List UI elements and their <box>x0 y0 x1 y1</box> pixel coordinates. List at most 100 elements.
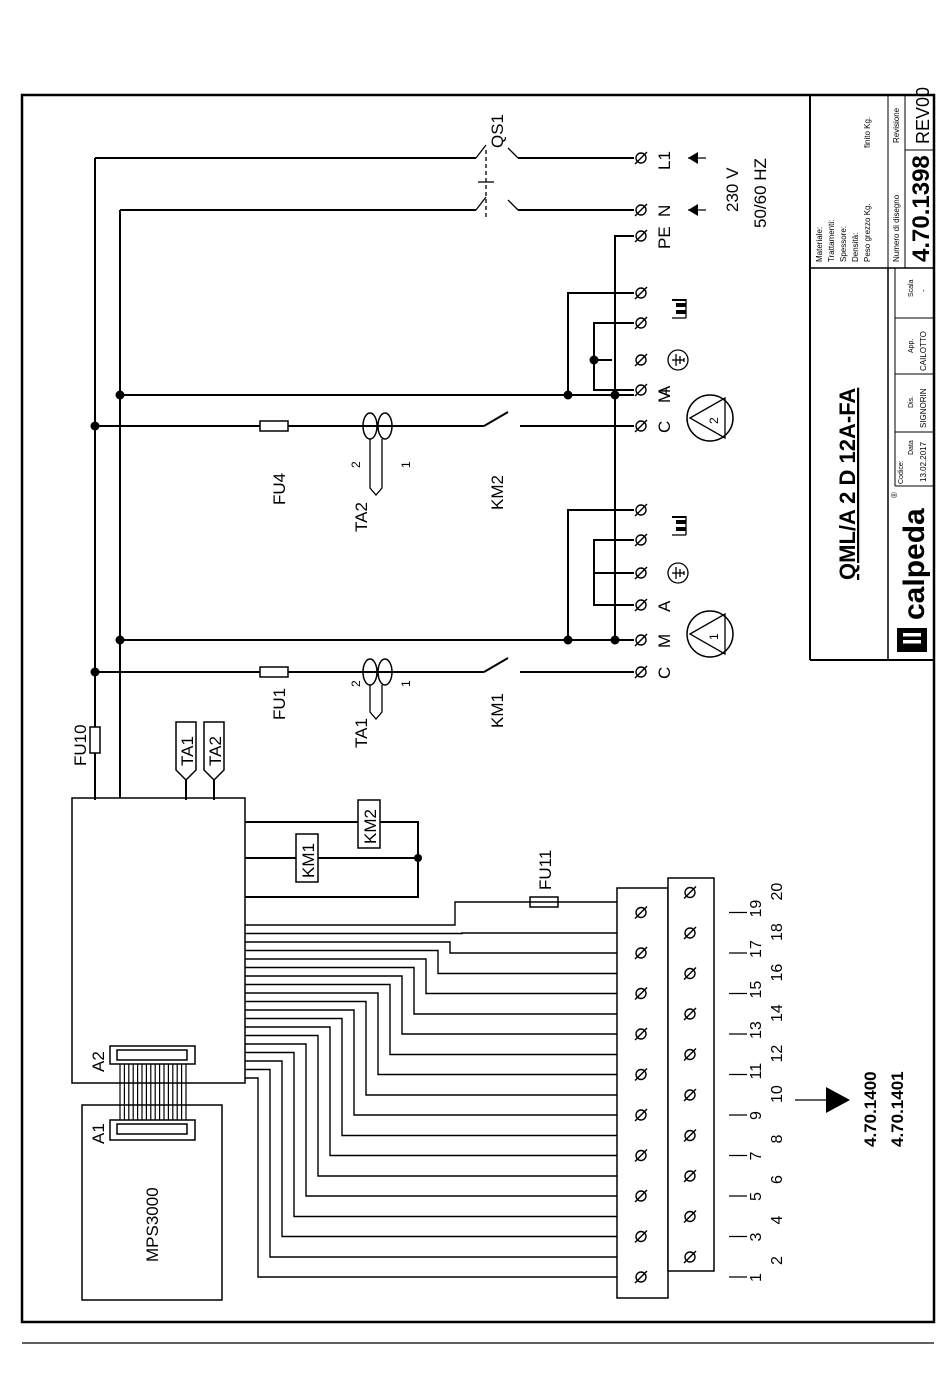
contactor-km2: KM2 <box>483 411 509 510</box>
strip-number: 12 <box>769 1045 786 1063</box>
a1-label: A1 <box>89 1123 108 1144</box>
signal-wire <box>245 932 634 935</box>
coil-km2-label: KM2 <box>361 809 380 844</box>
coil-km1-label: KM1 <box>299 843 318 878</box>
svg-text:C: C <box>655 421 674 433</box>
strip-number: 16 <box>769 964 786 982</box>
fuse-fu1: FU1 <box>259 666 289 720</box>
power-wiring <box>90 157 634 800</box>
supply-voltage: 230 V <box>723 167 742 212</box>
svg-text:C: C <box>655 667 674 679</box>
svg-text:A: A <box>655 600 674 612</box>
capacitor-pump1 <box>672 516 687 536</box>
trattamenti-label: Trattamenti: <box>827 220 836 262</box>
a2-label: A2 <box>89 1051 108 1072</box>
materiale-label: Materiale: <box>815 227 824 262</box>
model-title: QML/A 2 D 12A-FA <box>835 388 860 580</box>
controller-a2: A2 <box>71 797 246 1084</box>
fu4-label: FU4 <box>270 473 289 505</box>
earth-icon <box>667 562 689 584</box>
ta2-pin-2: 2 <box>349 461 363 468</box>
strip-number: 1 <box>748 1273 765 1282</box>
supply-frequency: 50/60 HZ <box>751 158 770 228</box>
fu1-label: FU1 <box>270 688 289 720</box>
signal-wire <box>245 992 634 1076</box>
earth-icon <box>667 349 689 371</box>
strip-number: 5 <box>748 1192 765 1201</box>
svg-text:A: A <box>655 385 674 397</box>
km2-label: KM2 <box>488 475 507 510</box>
drawing-frame <box>20 93 936 1324</box>
strip-number: 10 <box>769 1085 786 1103</box>
signal-wire <box>245 1017 634 1137</box>
brand-reg: ® <box>890 492 899 498</box>
signal-wire <box>245 983 634 1056</box>
signal-wire <box>245 901 634 926</box>
strip-number: 6 <box>769 1175 786 1184</box>
signal-wire <box>245 949 634 975</box>
spessore-label: Spessore: <box>839 226 848 262</box>
strip-number: 20 <box>769 883 786 901</box>
app-value: CAILOTTO <box>919 331 928 371</box>
strip-number: 11 <box>748 1063 765 1080</box>
current-transformer-ta2: 2 1 TA2 <box>349 412 413 532</box>
motor-2-icon: 2 <box>686 394 734 442</box>
finito-label: finito Kg. <box>863 117 872 148</box>
strip-number: 4 <box>769 1216 786 1225</box>
signal-wiring <box>245 901 634 1278</box>
strip-number: 8 <box>769 1135 786 1144</box>
current-transformer-ta1: 2 1 TA1 <box>349 658 413 748</box>
fu10-label: FU10 <box>71 724 90 766</box>
ta2-probe-label: TA2 <box>352 502 371 532</box>
signal-wire <box>245 1060 634 1238</box>
capacitor-pump2 <box>672 299 687 319</box>
drawing-number: 4.70.1398 <box>908 155 935 262</box>
codice-label: Codice: <box>898 460 905 484</box>
signal-wire <box>245 975 634 1035</box>
app-label: App. <box>908 339 915 353</box>
dis-value: SIGNORIN <box>919 388 928 428</box>
svg-text:N: N <box>655 205 674 217</box>
revision-value: REV00 <box>913 87 933 144</box>
signal-wire <box>245 1009 634 1116</box>
ribbon-cable <box>109 1045 196 1141</box>
signal-wire <box>245 1051 634 1218</box>
calpeda-logo: calpeda ® <box>890 492 931 652</box>
data-value: 13.02.2017 <box>919 441 928 482</box>
pump2-terminals <box>634 151 648 433</box>
scala-value: - <box>919 289 928 292</box>
signal-wire <box>245 1034 634 1177</box>
lead-ta1: TA1 <box>178 736 197 766</box>
ta1-pin-1: 1 <box>399 680 413 687</box>
scala-label: Scala <box>908 279 915 297</box>
densita-label: Densità: <box>851 233 860 262</box>
fuse-fu11: FU11 <box>529 850 559 908</box>
strip-number: 3 <box>748 1233 765 1242</box>
ta2-pin-1: 1 <box>399 461 413 468</box>
strip-number: 19 <box>748 900 765 918</box>
dis-label: Dis. <box>908 396 915 408</box>
motor-2-number: 2 <box>707 417 721 424</box>
probe-leads: TA1 TA2 <box>94 672 225 800</box>
strip-number: 2 <box>769 1256 786 1265</box>
signal-wire <box>245 958 634 995</box>
strip-number: 7 <box>748 1152 765 1161</box>
signal-wire <box>245 1000 634 1096</box>
ta1-probe-label: TA1 <box>352 718 371 748</box>
peso-grezzo-label: Peso grezzo Kg. <box>863 203 872 262</box>
signal-wire <box>245 966 634 1015</box>
fuse-fu4: FU4 <box>259 420 289 505</box>
contactor-km1: KM1 <box>483 657 509 728</box>
terminal-letters: L1 N PE A M C A M C <box>655 151 674 679</box>
numero-label: Numero di disegno <box>892 194 901 262</box>
ta1-pin-2: 2 <box>349 680 363 687</box>
svg-text:PE: PE <box>655 226 674 249</box>
strip-number: 9 <box>748 1111 765 1120</box>
strip-number: 14 <box>769 1004 786 1022</box>
revisione-label: Revisione <box>892 107 901 143</box>
title-block: QML/A 2 D 12A-FA calpeda ® Codice: Data … <box>809 87 935 661</box>
signal-wire <box>245 1077 634 1278</box>
supply-arrows: 230 V 50/60 HZ <box>688 152 770 228</box>
